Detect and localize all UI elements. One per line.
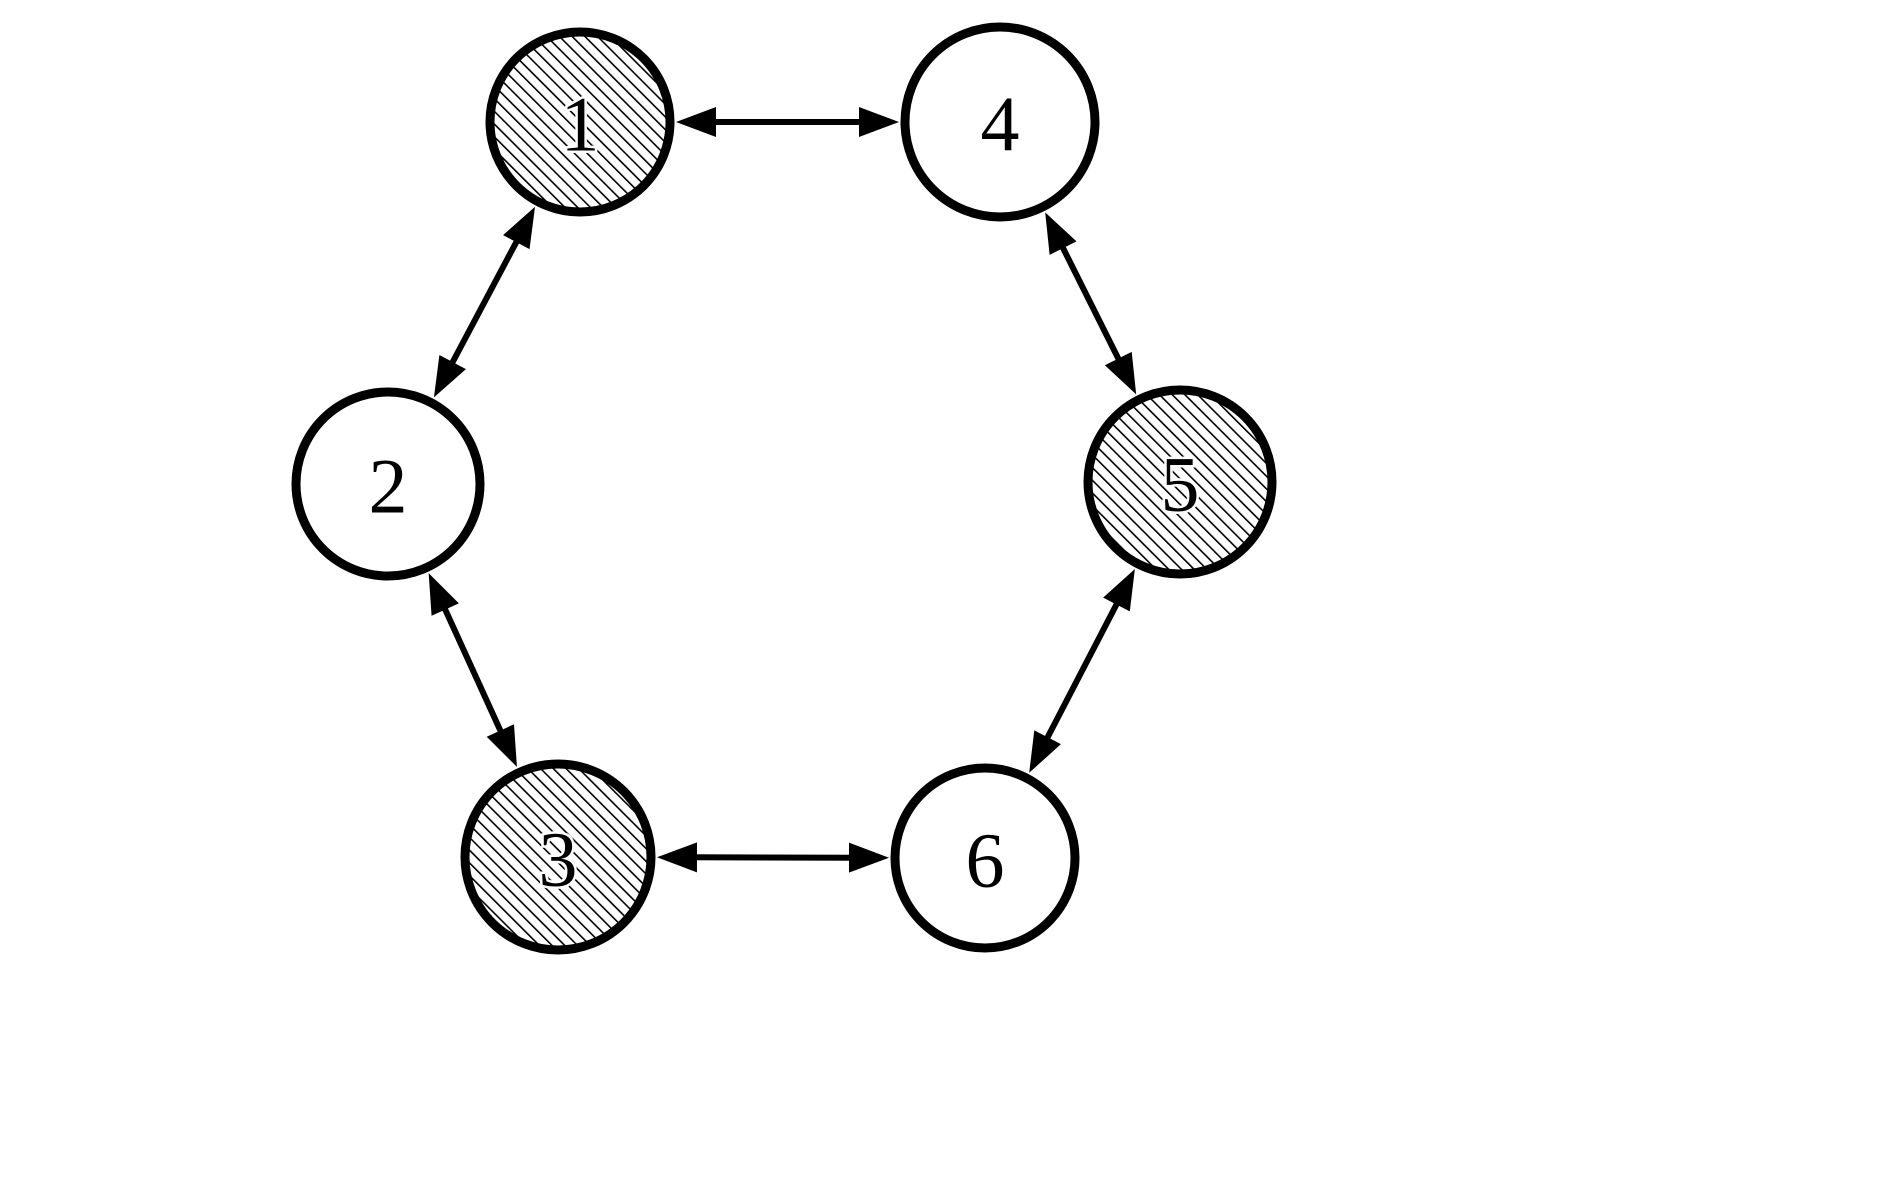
edge-3-6 <box>656 842 890 873</box>
arrow-head-to-6 <box>848 842 890 873</box>
arrow-head-to-4 <box>859 107 899 137</box>
arrow-head-to-5 <box>1104 351 1137 395</box>
arrow-head-to-1 <box>503 206 536 250</box>
arrow-head-to-6 <box>1029 730 1061 773</box>
edge-2-3 <box>428 573 517 767</box>
arrow-head-to-3 <box>656 842 698 873</box>
node-circle-1[interactable] <box>485 27 675 217</box>
node-label-5: 5 <box>1161 441 1200 528</box>
edge-5-4 <box>1045 212 1137 395</box>
edge-1-4 <box>676 107 899 137</box>
node-label-1: 1 <box>561 81 600 168</box>
node-label-3: 3 <box>539 816 578 903</box>
node-1[interactable]: 1 <box>485 27 675 217</box>
nodes-layer: 1 2 3 4 5 6 <box>291 22 1277 955</box>
node-2[interactable]: 2 <box>291 387 485 581</box>
arrow-head-to-3 <box>486 724 517 767</box>
edge-1-2 <box>433 206 536 398</box>
arrow-head-to-5 <box>1103 568 1135 612</box>
arrow-head-to-2 <box>433 355 466 398</box>
node-6[interactable]: 6 <box>890 763 1080 953</box>
node-circle-3[interactable] <box>460 759 656 955</box>
node-circle-4[interactable] <box>900 22 1100 222</box>
node-4[interactable]: 4 <box>900 22 1100 222</box>
node-label-2: 2 <box>369 443 408 530</box>
node-5[interactable]: 5 <box>1083 385 1277 579</box>
node-3[interactable]: 3 <box>460 759 656 955</box>
node-circle-5[interactable] <box>1083 385 1277 579</box>
arrow-head-to-4 <box>1045 212 1077 255</box>
node-label-6: 6 <box>966 817 1005 904</box>
arrow-head-to-1 <box>676 107 716 137</box>
node-circle-2[interactable] <box>291 387 485 581</box>
edge-6-5 <box>1029 568 1135 773</box>
node-label-4: 4 <box>981 81 1020 168</box>
edges-layer <box>428 107 1137 873</box>
arrow-head-to-2 <box>428 573 459 616</box>
node-circle-6[interactable] <box>890 763 1080 953</box>
